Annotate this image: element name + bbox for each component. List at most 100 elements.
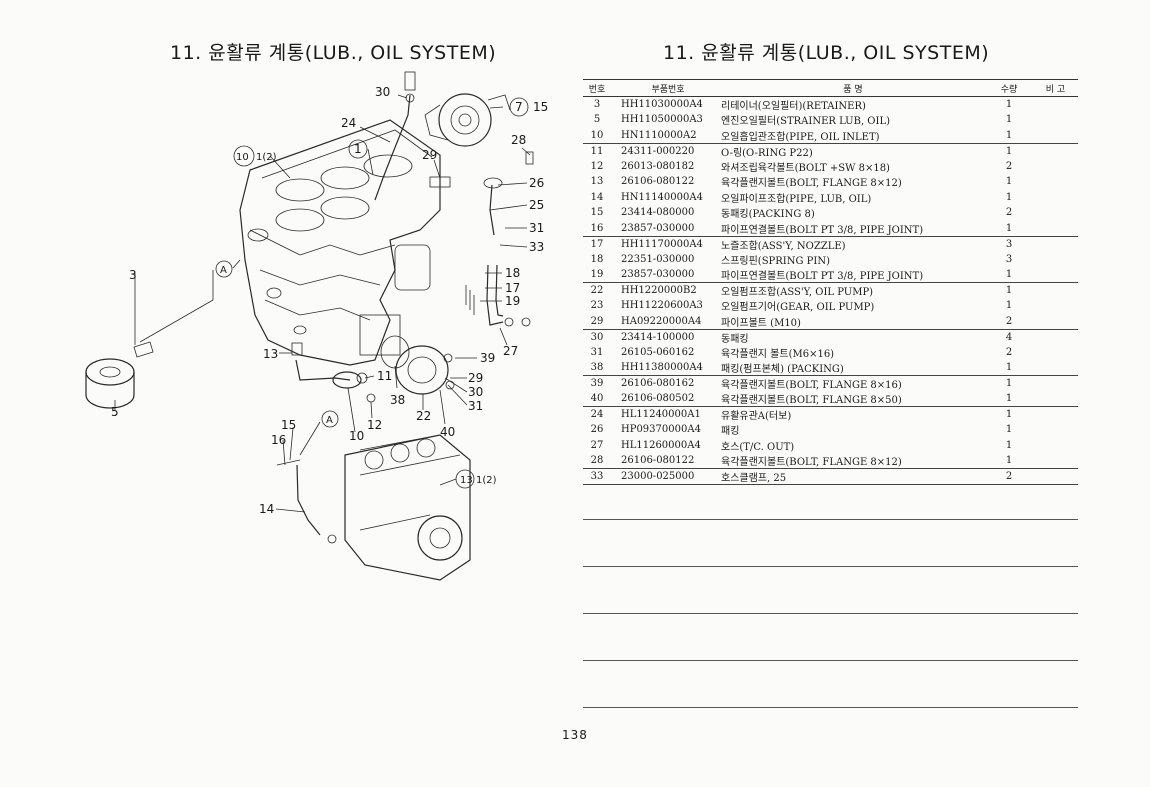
injection-pump-drawing <box>344 434 471 581</box>
callout-31b: 31 <box>468 399 483 413</box>
cell-name: 오일펌프조합(ASS'Y, OIL PUMP) <box>715 282 985 298</box>
cell-no: 26 <box>590 424 604 436</box>
cell-name: 오일펌프기어(GEAR, OIL PUMP) <box>721 302 875 314</box>
cell-qty: 1 <box>1005 424 1013 436</box>
cell-no: 13 <box>590 176 604 188</box>
cell-no: 27 <box>590 439 604 451</box>
oil-filter-drawing <box>85 341 154 409</box>
header-no: 번호 <box>583 79 611 97</box>
cell-no: 40 <box>590 393 604 404</box>
cell-name: 리테이너(오일필터)(RETAINER) <box>721 101 866 112</box>
cell-no: 15 <box>590 207 604 219</box>
cell-qty: 1 <box>1005 129 1013 141</box>
cell-qty: 1 <box>985 282 1033 298</box>
cell-qty: 1 <box>1005 222 1013 234</box>
cell-part-no: 23857-030000 <box>621 269 695 280</box>
cell-part-no: HH11050000A3 <box>621 114 703 126</box>
cell-qty: 3 <box>985 235 1033 252</box>
callout-16: 16 <box>271 433 286 447</box>
cell-remarks <box>1033 235 1078 252</box>
cell-no: 33 <box>583 468 611 485</box>
cell-remarks <box>1033 205 1078 221</box>
cell-part-no: HL11240000A1 <box>611 406 715 422</box>
cell-name: 엔진오일필터(STRAINER LUB, OIL) <box>721 116 890 128</box>
page-number: 138 <box>562 728 588 742</box>
callout-10-circle: 10 <box>236 152 249 163</box>
cell-remarks <box>1033 438 1078 454</box>
oil-pipe-14 <box>296 464 321 536</box>
blank-rule-line <box>583 566 1078 567</box>
cell-qty: 3 <box>1005 253 1013 265</box>
cell-name: 패킹(펌프본체) (PACKING) <box>721 364 844 375</box>
cell-name: O-링(O-RING P22) <box>715 142 985 159</box>
cell-name: 육각플랜지볼트(BOLT, FLANGE 8×16) <box>715 375 985 391</box>
cell-qty: 4 <box>985 328 1033 345</box>
blank-rule-line <box>583 707 1078 708</box>
cell-remarks <box>1033 159 1078 175</box>
callout-1-2b: 1(2) <box>476 475 497 486</box>
cell-part-no: 23000-025000 <box>611 468 715 485</box>
callout-3: 3 <box>129 268 137 282</box>
cell-part-no: HH11380000A4 <box>621 362 703 373</box>
cell-no: 17 <box>583 235 611 252</box>
cell-remarks <box>1033 252 1078 268</box>
callout-40: 40 <box>440 425 455 439</box>
header-remarks: 비 고 <box>1033 79 1078 97</box>
cell-qty: 1 <box>1005 300 1013 312</box>
cell-part-no: 26106-080122 <box>621 176 695 188</box>
cell-part-no: HL11260000A4 <box>621 439 701 451</box>
cell-remarks <box>1033 221 1078 237</box>
callout-13b-circle: 13 <box>460 475 473 486</box>
cell-qty: 1 <box>1005 114 1013 126</box>
cell-qty: 1 <box>1005 362 1013 373</box>
cell-remarks <box>1033 375 1078 391</box>
callout-17: 17 <box>505 281 520 295</box>
cell-name: 동패킹 <box>715 328 985 345</box>
callout-19: 19 <box>505 294 520 308</box>
cell-name: 오일파이프조합(PIPE, LUB, OIL) <box>721 193 872 205</box>
table-header-row: 번호 부품번호 품 명 수량 비 고 <box>583 79 1078 97</box>
cell-part-no: HN1110000A2 <box>621 129 697 141</box>
cell-part-no: 26013-080182 <box>621 160 695 172</box>
callout-A: A <box>220 265 227 276</box>
cell-no: 39 <box>583 375 611 391</box>
right-page-title: 11. 윤활류 계통(LUB., OIL SYSTEM) <box>663 42 990 64</box>
cell-remarks <box>1033 328 1078 345</box>
cell-remarks <box>1033 314 1078 330</box>
cell-part-no: 23414-080000 <box>621 207 695 219</box>
callout-39: 39 <box>480 351 495 365</box>
cell-no: 29 <box>590 315 604 327</box>
cell-qty: 1 <box>1005 191 1013 203</box>
callout-A2: A <box>326 415 333 426</box>
cell-qty: 2 <box>1005 207 1013 219</box>
cell-name: 파이프연결볼트(BOLT PT 3/8, PIPE JOINT) <box>721 271 924 282</box>
cell-part-no: HH1220000B2 <box>611 282 715 298</box>
cell-no: 28 <box>590 455 604 466</box>
cell-part-no: 26105-060162 <box>621 346 695 358</box>
cell-no: 12 <box>590 160 604 172</box>
callout-1-circle: 1 <box>354 142 362 156</box>
cell-no: 10 <box>590 129 604 141</box>
callout-29: 29 <box>422 148 437 162</box>
left-page-title: 11. 윤활류 계통(LUB., OIL SYSTEM) <box>170 42 497 64</box>
cell-remarks <box>1033 468 1078 485</box>
cell-remarks <box>1033 298 1078 314</box>
cell-part-no: 23857-030000 <box>621 222 695 234</box>
callout-22: 22 <box>416 409 431 423</box>
cell-qty: 1 <box>985 375 1033 391</box>
cell-remarks <box>1033 282 1078 298</box>
cell-remarks <box>1033 267 1078 283</box>
callout-15: 15 <box>533 100 548 114</box>
callout-30b: 30 <box>468 385 483 399</box>
